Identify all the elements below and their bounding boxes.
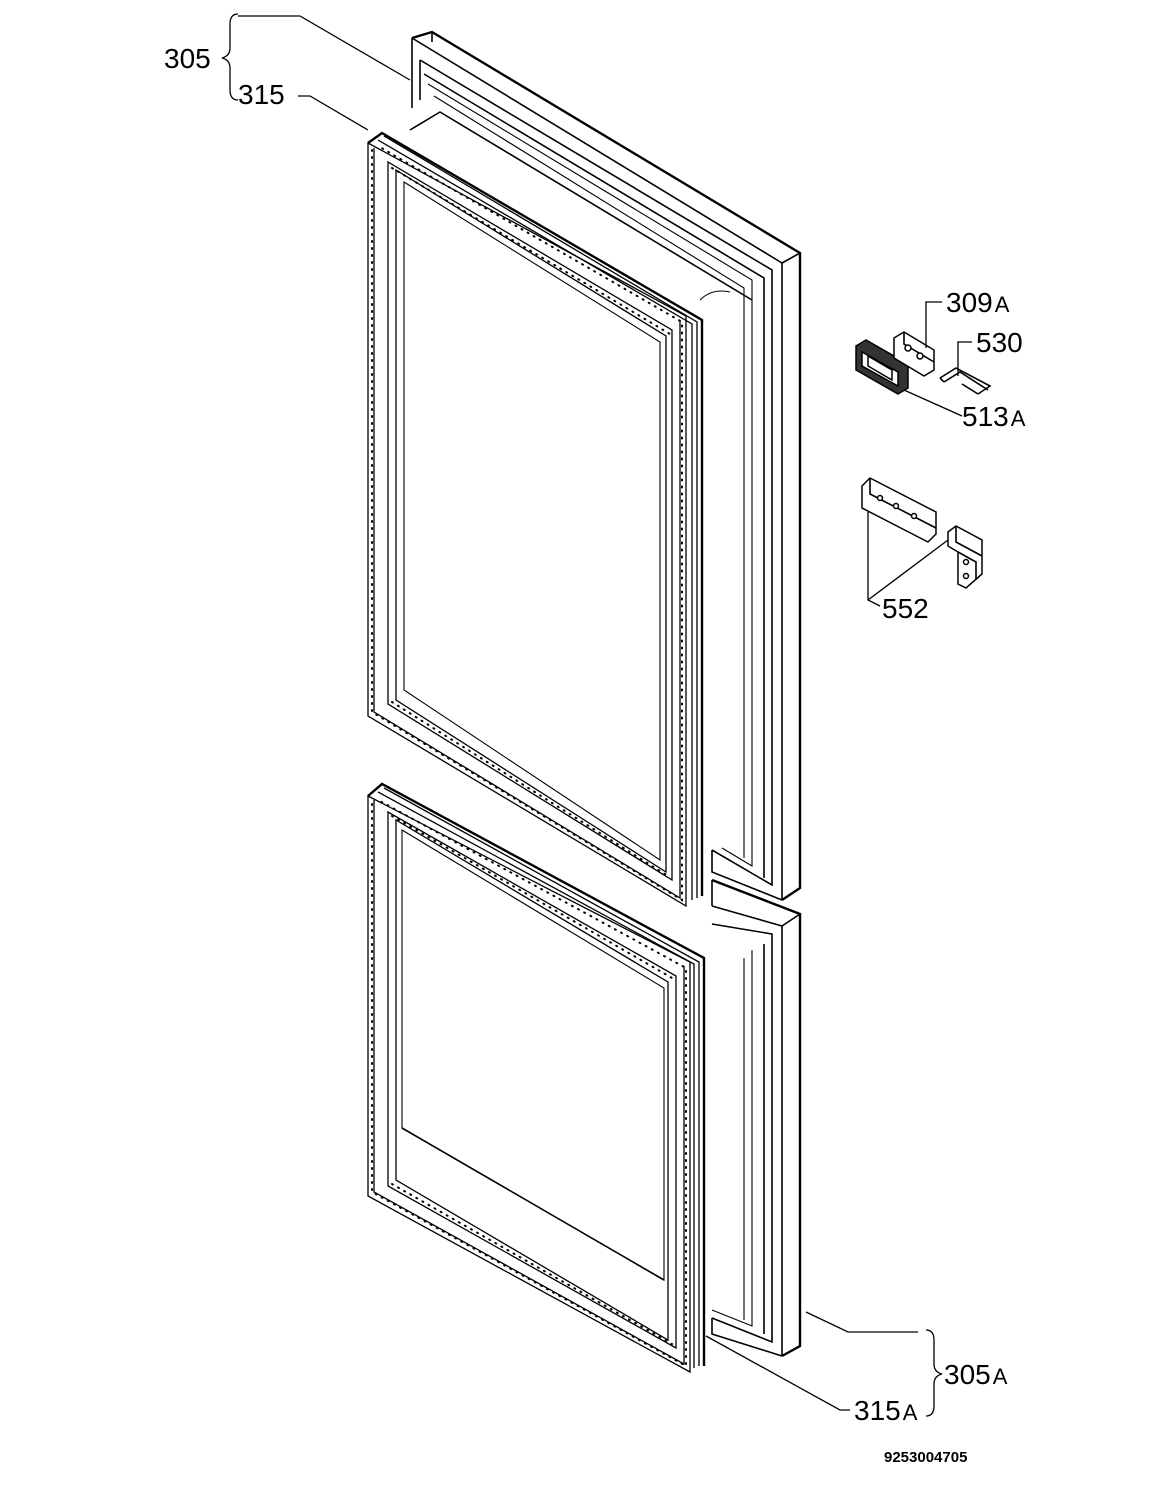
hinge-bracket-part-552 bbox=[947, 525, 983, 589]
label-305: 305 bbox=[164, 43, 211, 74]
label-305A: 305A bbox=[944, 1359, 1008, 1390]
leader-lines bbox=[221, 13, 972, 1417]
part-labels: 305 315 309A 530 513A 552 305A 315A 9253… bbox=[164, 43, 1026, 1466]
upper-door-panel bbox=[409, 30, 802, 901]
label-315A: 315A bbox=[854, 1395, 918, 1426]
label-309A: 309A bbox=[946, 287, 1010, 318]
brace-305A bbox=[925, 1329, 943, 1417]
label-315: 315 bbox=[238, 79, 285, 110]
clip-part-530 bbox=[939, 367, 992, 395]
plate-part-309A bbox=[893, 331, 935, 377]
document-number: 9253004705 bbox=[884, 1449, 967, 1466]
handle-part-513A bbox=[855, 339, 909, 395]
label-513A: 513A bbox=[962, 401, 1026, 432]
brace-305 bbox=[221, 13, 239, 101]
hinge-plate-part-552 bbox=[861, 477, 937, 543]
lower-door-panel bbox=[711, 878, 802, 1358]
label-552: 552 bbox=[882, 593, 929, 624]
lower-gasket-frame bbox=[367, 782, 706, 1374]
label-530: 530 bbox=[976, 327, 1023, 358]
upper-gasket-frame bbox=[367, 131, 704, 908]
